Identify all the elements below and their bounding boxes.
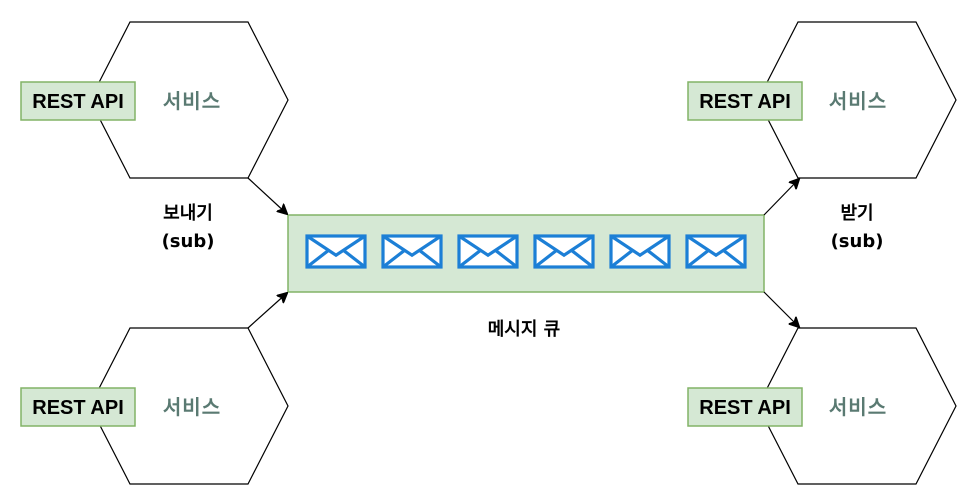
service-node-top-right: REST API 서비스	[687, 21, 957, 179]
receiver-sub-label: (sub)	[831, 231, 884, 252]
receiver-label: 받기	[840, 203, 873, 224]
service-node-top-left: REST API 서비스	[20, 21, 289, 179]
envelope-icon	[305, 234, 367, 269]
service-node-bottom-right: REST API 서비스	[687, 327, 957, 485]
rest-api-box	[20, 81, 136, 121]
message-queue	[287, 214, 765, 293]
arrow-sender-top	[247, 177, 287, 214]
service-label: 서비스	[163, 395, 221, 419]
envelope-row	[305, 234, 747, 269]
envelope-icon	[381, 234, 443, 269]
rest-api-box	[20, 387, 136, 427]
message-queue-box	[287, 214, 765, 293]
envelope-icon	[533, 234, 595, 269]
arrow-receiver-bottom	[763, 291, 799, 327]
sender-label: 보내기	[163, 203, 213, 224]
sender-sub-label: (sub)	[162, 231, 215, 252]
envelope-icon	[685, 234, 747, 269]
rest-api-box	[687, 81, 803, 121]
service-label: 서비스	[163, 89, 221, 113]
arrow-receiver-top	[763, 179, 799, 216]
service-label: 서비스	[829, 395, 887, 419]
rest-api-label: REST API	[699, 91, 791, 113]
rest-api-label: REST API	[32, 397, 124, 419]
service-label: 서비스	[829, 89, 887, 113]
envelope-icon	[457, 234, 519, 269]
envelope-icon	[609, 234, 671, 269]
arrow-sender-bottom	[247, 293, 287, 329]
rest-api-label: REST API	[699, 397, 791, 419]
rest-api-box	[687, 387, 803, 427]
rest-api-label: REST API	[32, 91, 124, 113]
service-node-bottom-left: REST API 서비스	[20, 327, 289, 485]
queue-label: 메시지 큐	[488, 319, 561, 340]
